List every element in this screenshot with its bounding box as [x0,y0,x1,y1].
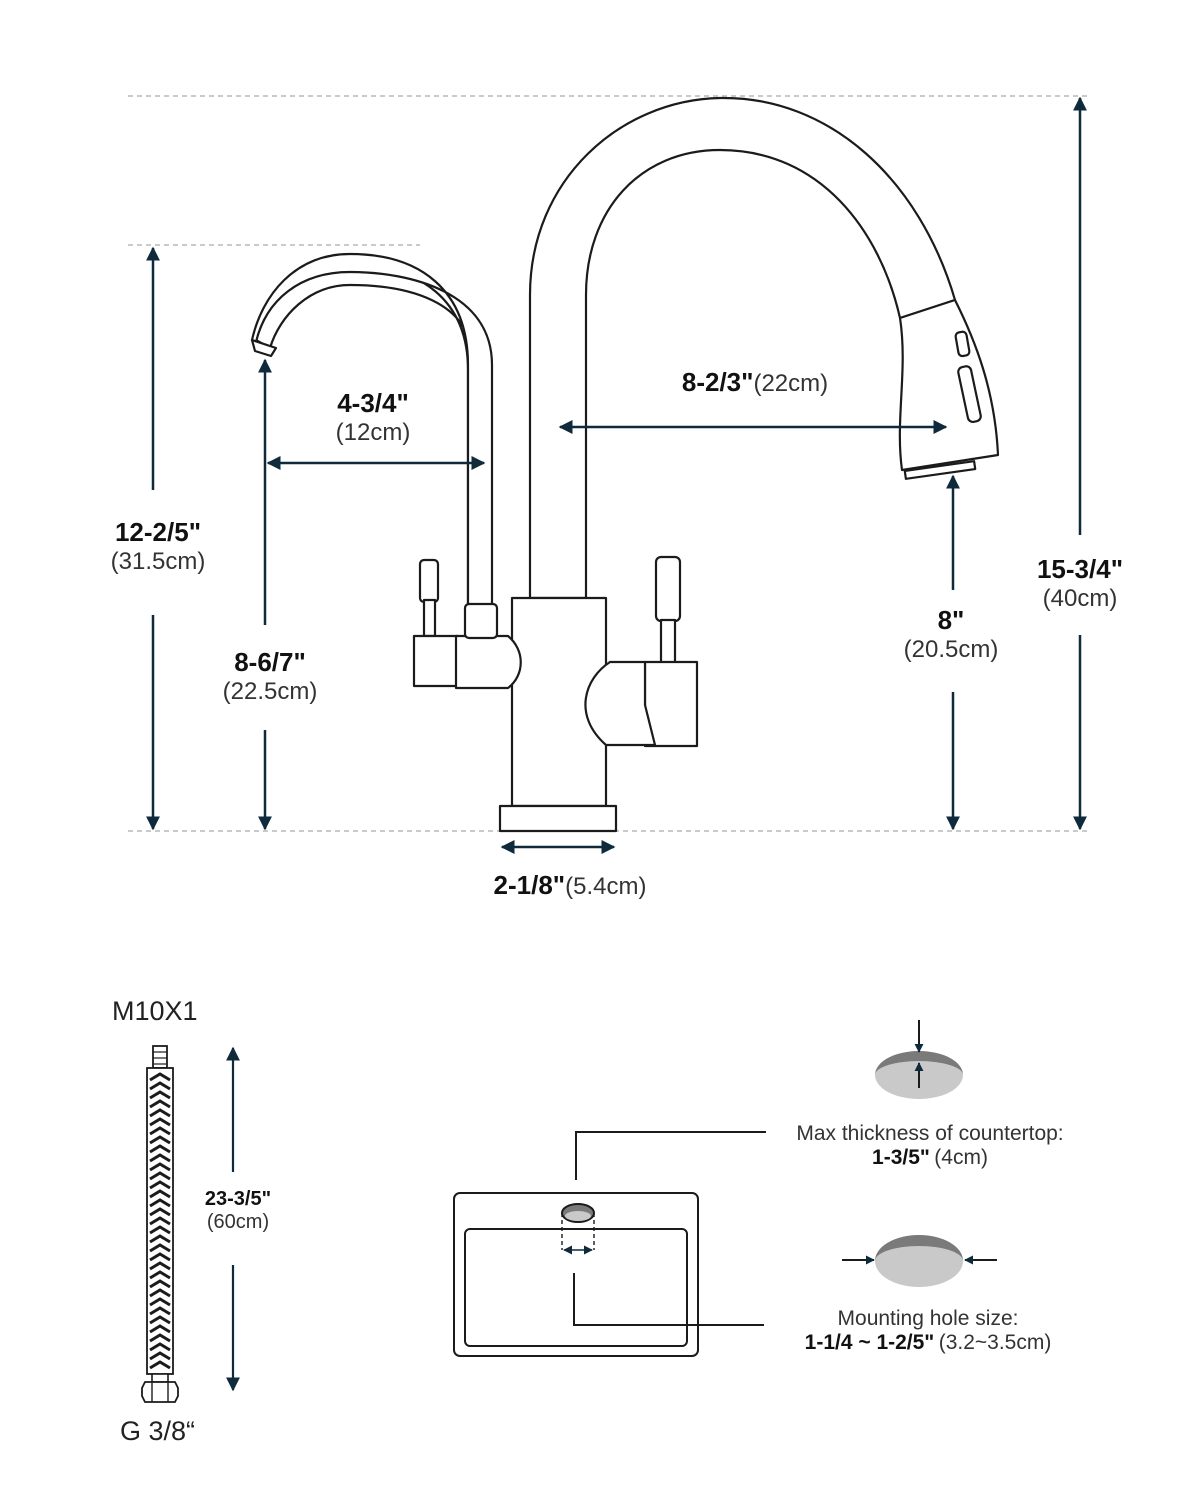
hose-braid-stroke [149,1225,171,1235]
right-connector [584,660,657,747]
hole-diameter-icon [842,1235,997,1287]
faucet-base [498,804,618,833]
spray-head [898,298,1000,472]
faucet-outline [250,96,1000,833]
hose-length-metric: (60cm) [206,1211,270,1233]
reach-left-imperial: 4-3/4" [337,388,409,418]
left-connector [454,634,522,690]
right-handle-lever [654,555,682,623]
spray-nozzle [903,460,977,480]
hose-braid-stroke [149,1216,171,1226]
dimension-arrows [146,96,1087,854]
right-handle-valve [643,660,699,748]
hose-braid-stroke [149,1207,171,1217]
hose-braid-stroke [149,1297,171,1307]
hose-braid-stroke [149,1117,171,1127]
hose-braid-stroke [149,1270,171,1280]
hose-braid-stroke [149,1144,171,1154]
filter-spout-tip [250,338,278,358]
spray-button-1 [954,330,971,358]
hose-top-thread-label: M10X1 [112,996,222,1027]
spout-height-left-imperial: 8-6/7" [234,647,306,677]
sink-icon [453,1131,766,1357]
reach-left-metric: (12cm) [335,418,411,446]
spout-height-right-imperial: 8" [937,605,965,635]
hose-braid-stroke [149,1360,171,1370]
base-width-label: 2-1/8"(5.4cm) [450,870,690,901]
left-handle-lever [418,558,440,604]
reach-right-metric: (22cm) [753,370,829,397]
height-left-metric: (31.5cm) [110,547,206,575]
hose-length-imperial: 23-3/5" [204,1188,272,1210]
reach-left-label: 4-3/4" (12cm) [303,388,443,446]
countertop-caption: Max thickness of countertop: [796,1122,1064,1145]
countertop-label: Max thickness of countertop: 1-3/5" (4cm… [770,1122,1090,1170]
hose-braid-stroke [149,1243,171,1253]
hose-braid-stroke [149,1252,171,1262]
left-handle-stem [422,598,437,638]
hose-braid-stroke [149,1351,171,1361]
filter-spout-collar [463,602,499,640]
height-left-label: 12-2/5" (31.5cm) [88,517,228,575]
hose-braid-stroke [149,1288,171,1298]
spout-height-right-metric: (20.5cm) [903,635,999,663]
hose-bottom-thread-label: G 3/8“ [120,1416,230,1447]
hose-top-thread: M10X1 [112,996,198,1026]
hose-braid-stroke [149,1333,171,1343]
countertop-metric: (4cm) [934,1146,988,1170]
left-handle-valve [412,634,460,688]
hose-bottom-thread: G 3/8“ [120,1416,196,1446]
hose-braid-stroke [149,1342,171,1352]
spout-height-left-metric: (22.5cm) [222,677,318,705]
hose-braid-stroke [149,1324,171,1334]
hose-braid-stroke [149,1135,171,1145]
hose-braid-stroke [149,1315,171,1325]
main-spout [528,96,957,600]
hole-thickness-icon [875,1020,963,1099]
mounting-hole-metric: (3.2~3.5cm) [938,1331,1052,1355]
base-width-imperial: 2-1/8" [493,870,566,900]
hose-braid-stroke [149,1180,171,1190]
hose-braid-stroke [149,1099,171,1109]
hose-braid-stroke [149,1279,171,1289]
reach-right-label: 8-2/3"(22cm) [640,367,870,398]
height-total-imperial: 15-3/4" [1036,554,1124,584]
hose-braid-stroke [149,1126,171,1136]
countertop-imperial: 1-3/5" [872,1146,930,1170]
braided-hose-icon [141,1045,179,1403]
base-width-metric: (5.4cm) [565,873,647,900]
hose-braid-stroke [149,1198,171,1208]
mounting-hole-imperial: 1-1/4 ~ 1-2/5" [804,1331,935,1355]
height-left-imperial: 12-2/5" [114,517,202,547]
hose-braid-stroke [149,1153,171,1163]
hose-length-label: 23-3/5" (60cm) [180,1188,296,1234]
hose-braid-stroke [149,1108,171,1118]
hose-braid-stroke [149,1081,171,1091]
mounting-hole-label: Mounting hole size: 1-1/4 ~ 1-2/5" (3.2~… [768,1307,1088,1355]
hose-braid-stroke [149,1306,171,1316]
hose-braid-stroke [149,1171,171,1181]
spout-height-left-label: 8-6/7" (22.5cm) [200,647,340,705]
hose-braid-stroke [149,1072,171,1082]
mounting-hole-caption: Mounting hole size: [837,1307,1019,1330]
height-total-label: 15-3/4" (40cm) [1010,554,1150,612]
spray-button-2 [957,365,982,424]
reach-right-imperial: 8-2/3" [681,367,754,397]
hose-braid-stroke [149,1189,171,1199]
hose-braid-stroke [149,1234,171,1244]
spout-height-right-label: 8" (20.5cm) [880,605,1022,663]
hose-braid-stroke [149,1090,171,1100]
right-handle-stem [659,618,677,666]
hose-braid-stroke [149,1261,171,1271]
height-total-metric: (40cm) [1042,584,1118,612]
hose-braid-stroke [149,1162,171,1172]
